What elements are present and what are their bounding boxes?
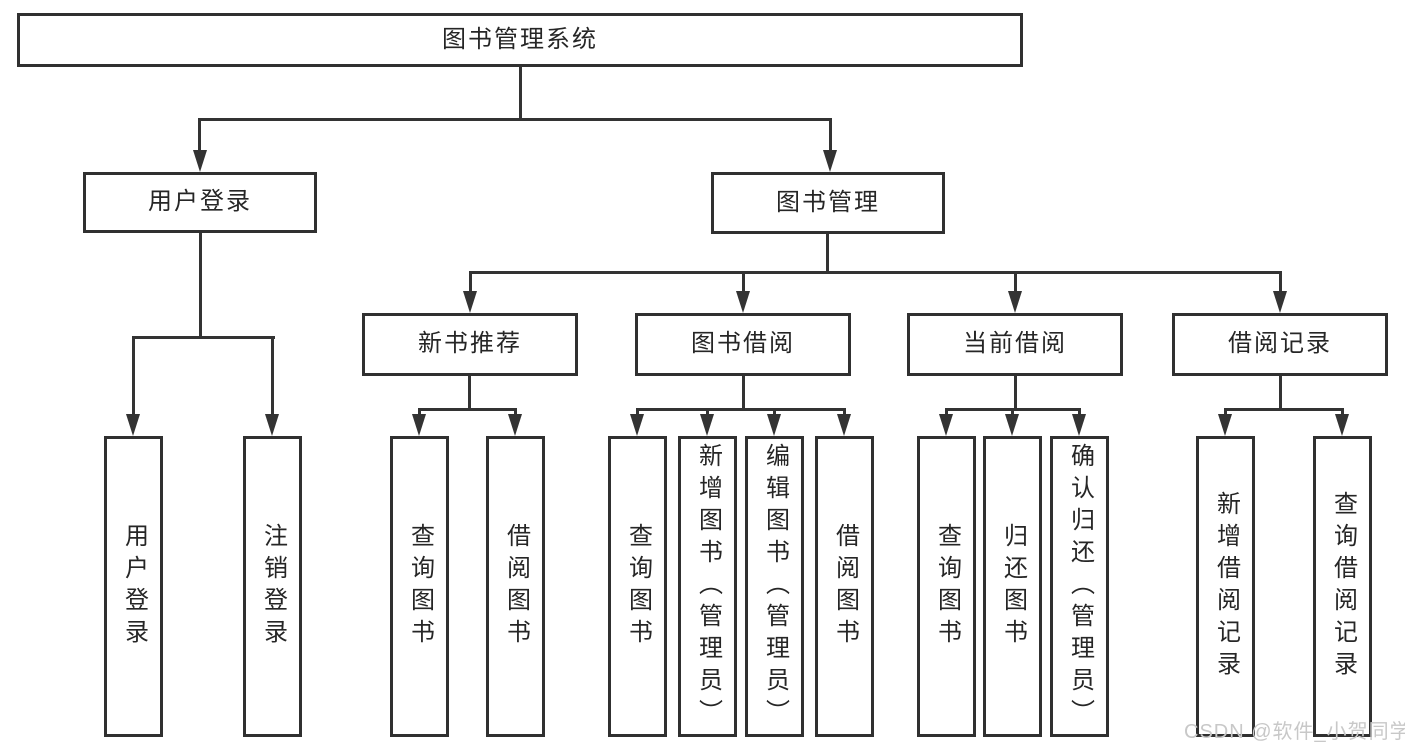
connector-line — [945, 408, 948, 416]
arrow-down-icon — [700, 414, 714, 436]
leaf-return-books-label: 归还图书 — [999, 522, 1027, 651]
leaf-query-borrow-record-label: 查询借阅记录 — [1329, 490, 1357, 683]
leaf-query-books-1: 查询图书 — [390, 436, 449, 737]
leaf-logout: 注销登录 — [243, 436, 302, 737]
leaf-query-borrow-record: 查询借阅记录 — [1313, 436, 1372, 737]
connector-line — [1341, 408, 1344, 416]
arrow-down-icon — [1008, 291, 1022, 313]
leaf-query-books-1-label: 查询图书 — [406, 522, 434, 651]
leaf-add-borrow-record: 新增借阅记录 — [1196, 436, 1255, 737]
arrow-down-icon — [412, 414, 426, 436]
leaf-borrow-books-1: 借阅图书 — [486, 436, 545, 737]
node-book-borrowing-label: 图书借阅 — [691, 330, 795, 358]
node-borrowing-records: 借阅记录 — [1172, 313, 1388, 376]
node-current-borrowing: 当前借阅 — [907, 313, 1123, 376]
arrow-down-icon — [508, 414, 522, 436]
connector-line — [271, 336, 274, 416]
leaf-borrow-books-1-label: 借阅图书 — [502, 522, 530, 651]
leaf-add-books-admin-label: 新增图书（管理员） — [694, 442, 722, 731]
connector-line — [198, 118, 832, 121]
leaf-confirm-return-admin: 确认归还（管理员） — [1050, 436, 1109, 737]
connector-line — [742, 271, 745, 293]
node-book-management: 图书管理 — [711, 172, 945, 234]
leaf-logout-label: 注销登录 — [259, 522, 287, 651]
arrow-down-icon — [767, 414, 781, 436]
connector-line — [829, 118, 832, 152]
connector-line — [826, 234, 829, 271]
node-borrowing-records-label: 借阅记录 — [1228, 330, 1332, 358]
connector-line — [132, 336, 275, 339]
leaf-user-login-label: 用户登录 — [120, 522, 148, 651]
connector-line — [418, 408, 517, 411]
connector-line — [1224, 408, 1227, 416]
node-book-management-label: 图书管理 — [776, 188, 880, 216]
connector-line — [199, 233, 202, 336]
connector-line — [519, 67, 522, 118]
leaf-add-books-admin: 新增图书（管理员） — [678, 436, 737, 737]
arrow-down-icon — [939, 414, 953, 436]
arrow-down-icon — [193, 150, 207, 172]
arrow-down-icon — [823, 150, 837, 172]
connector-line — [418, 408, 421, 416]
leaf-return-books: 归还图书 — [983, 436, 1042, 737]
arrow-down-icon — [1072, 414, 1086, 436]
leaf-user-login: 用户登录 — [104, 436, 163, 737]
connector-line — [636, 408, 639, 416]
leaf-borrow-books-2-label: 借阅图书 — [831, 522, 859, 651]
connector-line — [514, 408, 517, 416]
node-new-book-recommend: 新书推荐 — [362, 313, 578, 376]
watermark: CSDN @软件_小贺同学 — [1184, 721, 1405, 743]
connector-line — [706, 408, 709, 416]
arrow-down-icon — [265, 414, 279, 436]
connector-line — [1224, 408, 1344, 411]
node-book-borrowing: 图书借阅 — [635, 313, 851, 376]
leaf-query-books-2: 查询图书 — [608, 436, 667, 737]
node-root: 图书管理系统 — [17, 13, 1023, 67]
connector-line — [1014, 271, 1017, 293]
connector-line — [843, 408, 846, 416]
leaf-query-books-3-label: 查询图书 — [933, 522, 961, 651]
arrow-down-icon — [1218, 414, 1232, 436]
arrow-down-icon — [463, 291, 477, 313]
leaf-borrow-books-2: 借阅图书 — [815, 436, 874, 737]
connector-line — [742, 376, 745, 408]
arrow-down-icon — [837, 414, 851, 436]
connector-line — [773, 408, 776, 416]
connector-line — [469, 271, 1282, 274]
leaf-add-borrow-record-label: 新增借阅记录 — [1212, 490, 1240, 683]
connector-line — [1078, 408, 1081, 416]
connector-line — [198, 118, 201, 152]
node-new-book-recommend-label: 新书推荐 — [418, 330, 522, 358]
connector-line — [1014, 376, 1017, 408]
arrow-down-icon — [736, 291, 750, 313]
connector-line — [468, 376, 471, 408]
connector-line — [636, 408, 846, 411]
connector-line — [1279, 271, 1282, 293]
arrow-down-icon — [630, 414, 644, 436]
connector-line — [1011, 408, 1014, 416]
leaf-confirm-return-admin-label: 确认归还（管理员） — [1066, 442, 1094, 731]
arrow-down-icon — [1335, 414, 1349, 436]
connector-line — [469, 271, 472, 293]
leaf-query-books-2-label: 查询图书 — [624, 522, 652, 651]
node-user-login-label: 用户登录 — [148, 188, 252, 216]
leaf-query-books-3: 查询图书 — [917, 436, 976, 737]
arrow-down-icon — [126, 414, 140, 436]
leaf-edit-books-admin: 编辑图书（管理员） — [745, 436, 804, 737]
connector-line — [132, 336, 135, 416]
arrow-down-icon — [1005, 414, 1019, 436]
arrow-down-icon — [1273, 291, 1287, 313]
leaf-edit-books-admin-label: 编辑图书（管理员） — [761, 442, 789, 731]
connector-line — [1279, 376, 1282, 408]
node-current-borrowing-label: 当前借阅 — [963, 330, 1067, 358]
node-root-label: 图书管理系统 — [442, 25, 598, 53]
node-user-login: 用户登录 — [83, 172, 317, 233]
